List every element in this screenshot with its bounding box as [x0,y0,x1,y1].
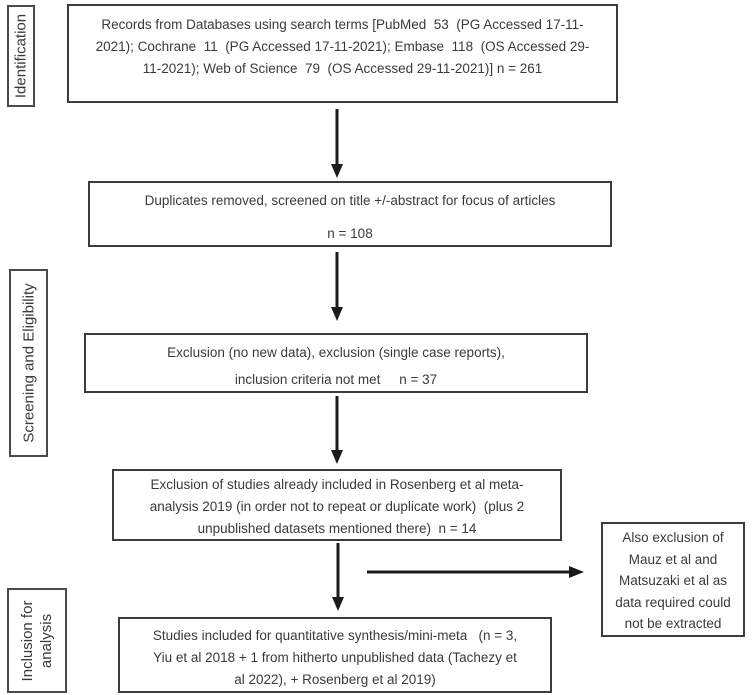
stage-label-inclusion-for-analysis: Inclusion for analysis [7,588,67,693]
duplicates-text: Duplicates removed, screened on title +/… [144,193,556,208]
side-exclusion-line-5: not be extracted [624,616,722,631]
records-line-3: 11-2021); Web of Science 79 (OS Accessed… [142,61,543,76]
side-exclusion-line-3: Matsuzaki et al as [618,573,728,588]
arrow-exclusion-to-rosenberg [329,396,345,464]
exclusion-criteria-box: Exclusion (no new data), exclusion (sing… [84,333,588,393]
exclusion-criteria-line-1: Exclusion (no new data), exclusion (sing… [167,345,505,360]
stage-label-screening-eligibility-text: Screening and Eligibility [20,283,37,443]
exclusion-rosenberg-line-2: analysis 2019 (in order not to repeat or… [149,499,525,514]
studies-included-line-1: Studies included for quantitative synthe… [152,628,518,643]
duplicates-count: n = 108 [327,226,373,241]
down-arrow-icon [331,396,343,464]
stage-label-screening-eligibility: Screening and Eligibility [9,269,48,457]
down-arrow-icon [331,109,343,178]
arrow-to-side-exclusion [367,564,585,580]
duplicates-removed-box: Duplicates removed, screened on title +/… [88,181,612,247]
arrow-rosenberg-to-included [330,543,346,611]
side-exclusion-line-2: Mauz et al and [628,551,718,567]
side-exclusion-box: Also exclusion of Mauz et al and Matsuza… [601,522,745,637]
studies-included-line-3: al 2022), + Rosenberg et al 2019) [234,672,436,687]
side-exclusion-line-4: data required could [615,594,731,610]
exclusion-rosenberg-line-1: Exclusion of studies already included in… [150,477,524,492]
stage-label-identification-text: Identification [12,13,30,99]
arrow-duplicates-to-exclusion [329,252,345,321]
exclusion-rosenberg-line-3: unpublished datasets mentioned there) n … [197,521,477,536]
records-identified-box: Records from Databases using search term… [67,4,618,103]
studies-included-line-2: Yiu et al 2018 + 1 from hitherto unpubli… [153,650,517,665]
down-arrow-icon [332,543,344,611]
records-line-1: Records from Databases using search term… [101,17,584,32]
down-arrow-icon [331,252,343,321]
records-line-2: 2021); Cochrane 11 (PG Accessed 17-11-20… [95,39,590,54]
exclusion-rosenberg-box: Exclusion of studies already included in… [112,469,562,541]
studies-included-box: Studies included for quantitative synthe… [118,617,552,693]
stage-label-identification: Identification [7,5,35,107]
arrow-records-to-duplicates [329,109,345,178]
stage-label-inclusion-for-analysis-text: Inclusion for analysis [19,600,55,681]
exclusion-criteria-line-2: inclusion criteria not met n = 37 [234,372,438,387]
side-exclusion-line-1: Also exclusion of [622,530,724,545]
right-arrow-icon [367,566,584,578]
